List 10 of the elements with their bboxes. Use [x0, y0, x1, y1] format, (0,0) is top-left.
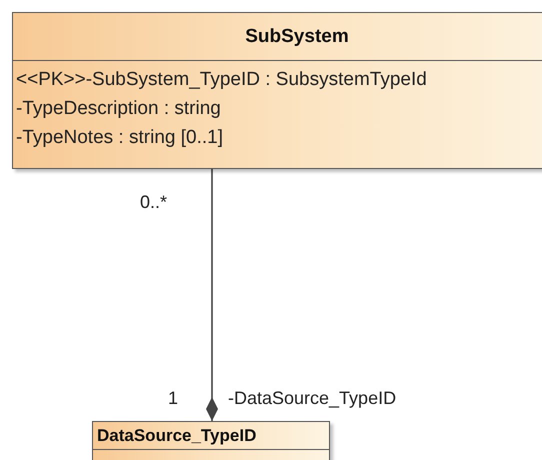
attribute-text: <<PK>>-SubSystem_TypeID : SubsystemTypeId: [16, 68, 427, 92]
multiplicity-label: 1: [168, 388, 178, 409]
multiplicity-label: 0..*: [140, 192, 168, 213]
attribute-text: -TypeNotes : string [0..1]: [16, 126, 223, 150]
class-name: DataSource_TypeID: [97, 426, 256, 446]
role-name: -DataSource_TypeID: [228, 388, 396, 409]
uml-class-box: [12, 12, 542, 169]
class-name: SubSystem: [245, 26, 349, 48]
attribute-text: -TypeDescription : string: [16, 97, 221, 121]
composition-line: [206, 169, 218, 421]
